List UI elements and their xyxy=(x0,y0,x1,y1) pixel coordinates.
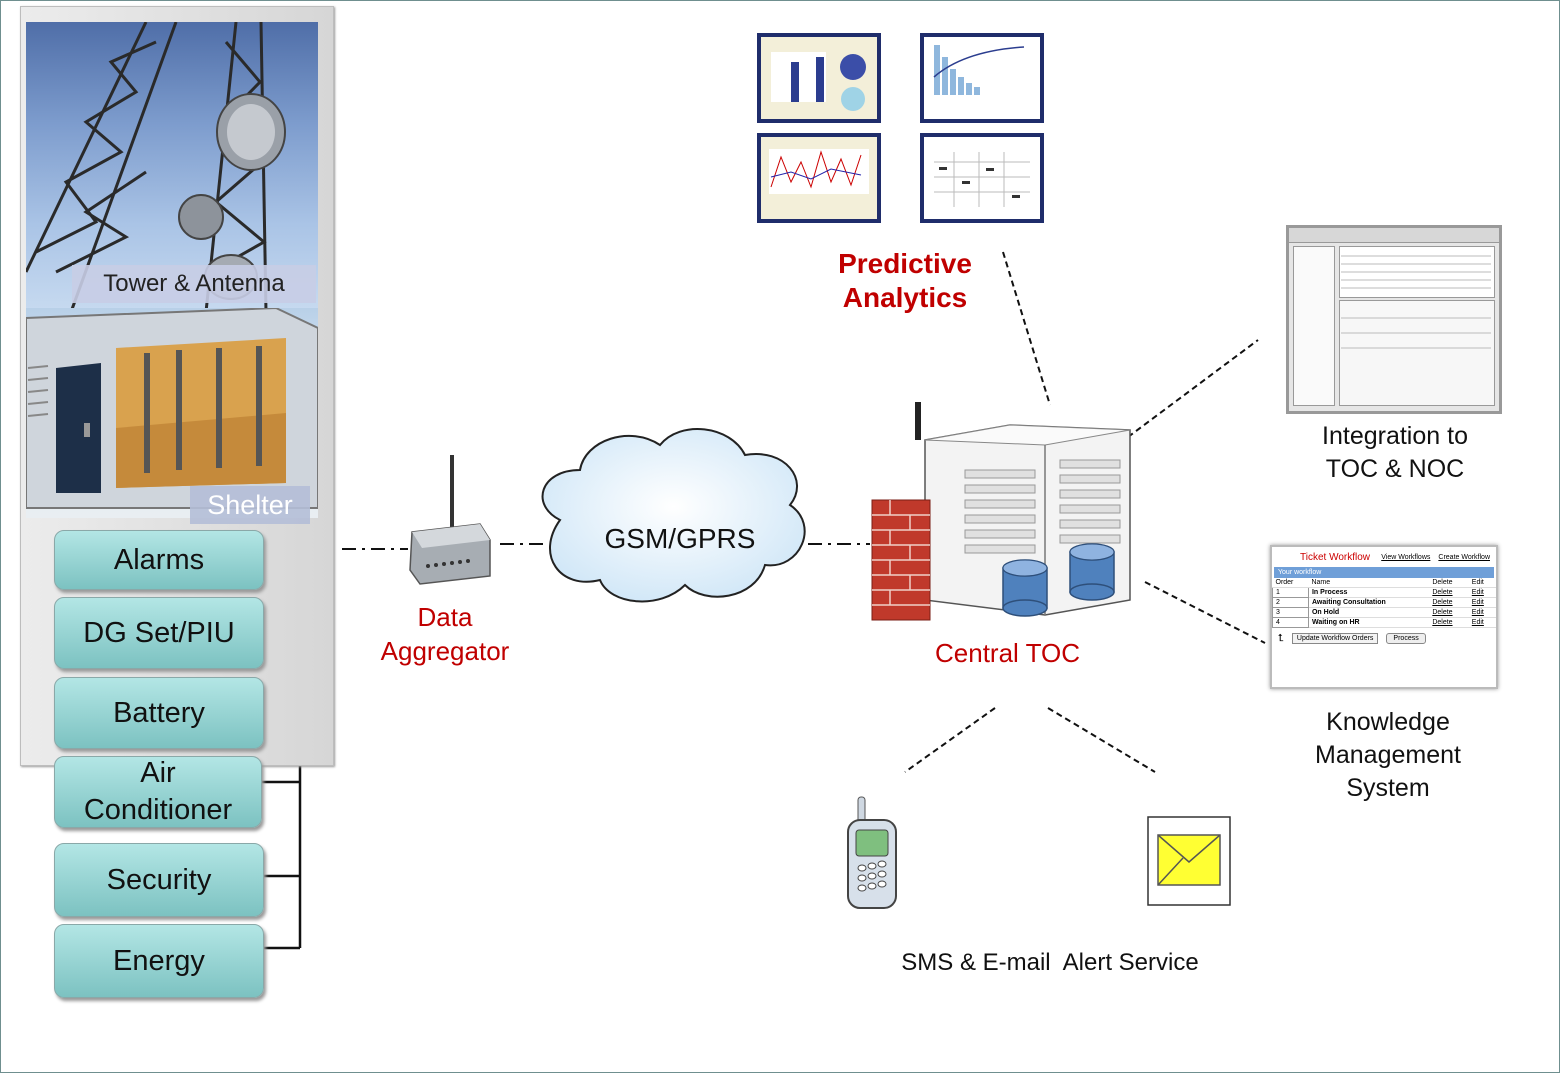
kms-row: 1 In Process Delete Edit xyxy=(1272,587,1496,598)
link-toc-analytics xyxy=(1002,251,1051,406)
kms-order-field[interactable]: 2 xyxy=(1272,597,1309,608)
kms-row-name: On Hold xyxy=(1308,607,1430,618)
site-item-air-conditioner[interactable]: Air Conditioner xyxy=(54,756,262,828)
tower-caption: Tower & Antenna xyxy=(72,265,316,303)
kms-title: Ticket Workflow xyxy=(1300,552,1371,563)
kms-order-field[interactable]: 3 xyxy=(1272,607,1309,618)
kms-section-header: Your workflow xyxy=(1274,567,1494,578)
shelter-caption: Shelter xyxy=(190,486,310,524)
site-item-energy[interactable]: Energy xyxy=(54,924,264,998)
pareto-chart-thumbnail xyxy=(920,33,1044,123)
kms-row: 3 On Hold Delete Edit xyxy=(1272,607,1496,618)
knowledge-label: Knowledge Management System xyxy=(1315,708,1461,802)
kms-row: 4 Waiting on HR Delete Edit xyxy=(1272,617,1496,628)
link-toc-sms xyxy=(904,707,996,773)
analytics-chart-thumbnail xyxy=(757,33,881,123)
kms-process-button[interactable]: Process xyxy=(1386,633,1426,644)
return-arrow-icon: ⮤ xyxy=(1278,633,1284,644)
kms-edit-link[interactable]: Edit xyxy=(1468,587,1496,598)
analytics-label: Predictive Analytics xyxy=(838,248,972,313)
kms-header-row: Order Name Delete Edit xyxy=(1272,578,1496,588)
site-item-battery[interactable]: Battery xyxy=(54,677,264,749)
central-toc-label: Central TOC xyxy=(935,638,1080,668)
knowledge-screen: Ticket Workflow View Workflows Create Wo… xyxy=(1270,545,1498,689)
integration-screen-image xyxy=(1286,225,1502,414)
kms-order-field[interactable]: 1 xyxy=(1272,587,1309,598)
kms-header-cell: Delete xyxy=(1429,578,1469,588)
multivari-chart-thumbnail xyxy=(757,133,881,223)
kms-header-cell: Order xyxy=(1272,578,1309,588)
kms-delete-link[interactable]: Delete xyxy=(1429,597,1469,608)
tower-antenna-image xyxy=(26,22,318,312)
kms-header-cell: Edit xyxy=(1468,578,1496,588)
kms-delete-link[interactable]: Delete xyxy=(1429,607,1469,618)
kms-row-name: Waiting on HR xyxy=(1308,617,1430,628)
kms-view-link[interactable]: View Workflows xyxy=(1381,554,1431,561)
kms-row: 2 Awaiting Consultation Delete Edit xyxy=(1272,597,1496,608)
alerts-label: SMS & E-mail Alert Service xyxy=(901,949,1199,976)
kms-edit-link[interactable]: Edit xyxy=(1468,607,1496,618)
kms-table: Order Name Delete Edit 1 In Process Dele… xyxy=(1272,578,1496,628)
link-toc-integration xyxy=(1127,339,1259,438)
kms-order-select[interactable]: Update Workflow Orders xyxy=(1291,633,1379,644)
distribution-chart-thumbnail xyxy=(920,133,1044,223)
kms-delete-link[interactable]: Delete xyxy=(1429,587,1469,598)
link-toc-knowledge xyxy=(1144,581,1266,644)
kms-row-name: Awaiting Consultation xyxy=(1308,597,1430,608)
aggregator-label: Data Aggregator xyxy=(380,602,510,666)
kms-edit-link[interactable]: Edit xyxy=(1468,617,1496,628)
integration-label: Integration to TOC & NOC xyxy=(1322,422,1468,483)
site-item-dg-set[interactable]: DG Set/PIU xyxy=(54,597,264,669)
site-item-security[interactable]: Security xyxy=(54,843,264,917)
network-label: GSM/GPRS xyxy=(604,523,756,554)
site-item-alarms[interactable]: Alarms xyxy=(54,530,264,590)
kms-edit-link[interactable]: Edit xyxy=(1468,597,1496,608)
kms-header-cell: Name xyxy=(1308,578,1430,588)
kms-row-name: In Process xyxy=(1308,587,1430,598)
shelter-image xyxy=(26,308,318,518)
kms-create-link[interactable]: Create Workflow xyxy=(1438,554,1490,561)
link-toc-email xyxy=(1047,707,1156,773)
kms-delete-link[interactable]: Delete xyxy=(1429,617,1469,628)
kms-order-field[interactable]: 4 xyxy=(1272,617,1309,628)
